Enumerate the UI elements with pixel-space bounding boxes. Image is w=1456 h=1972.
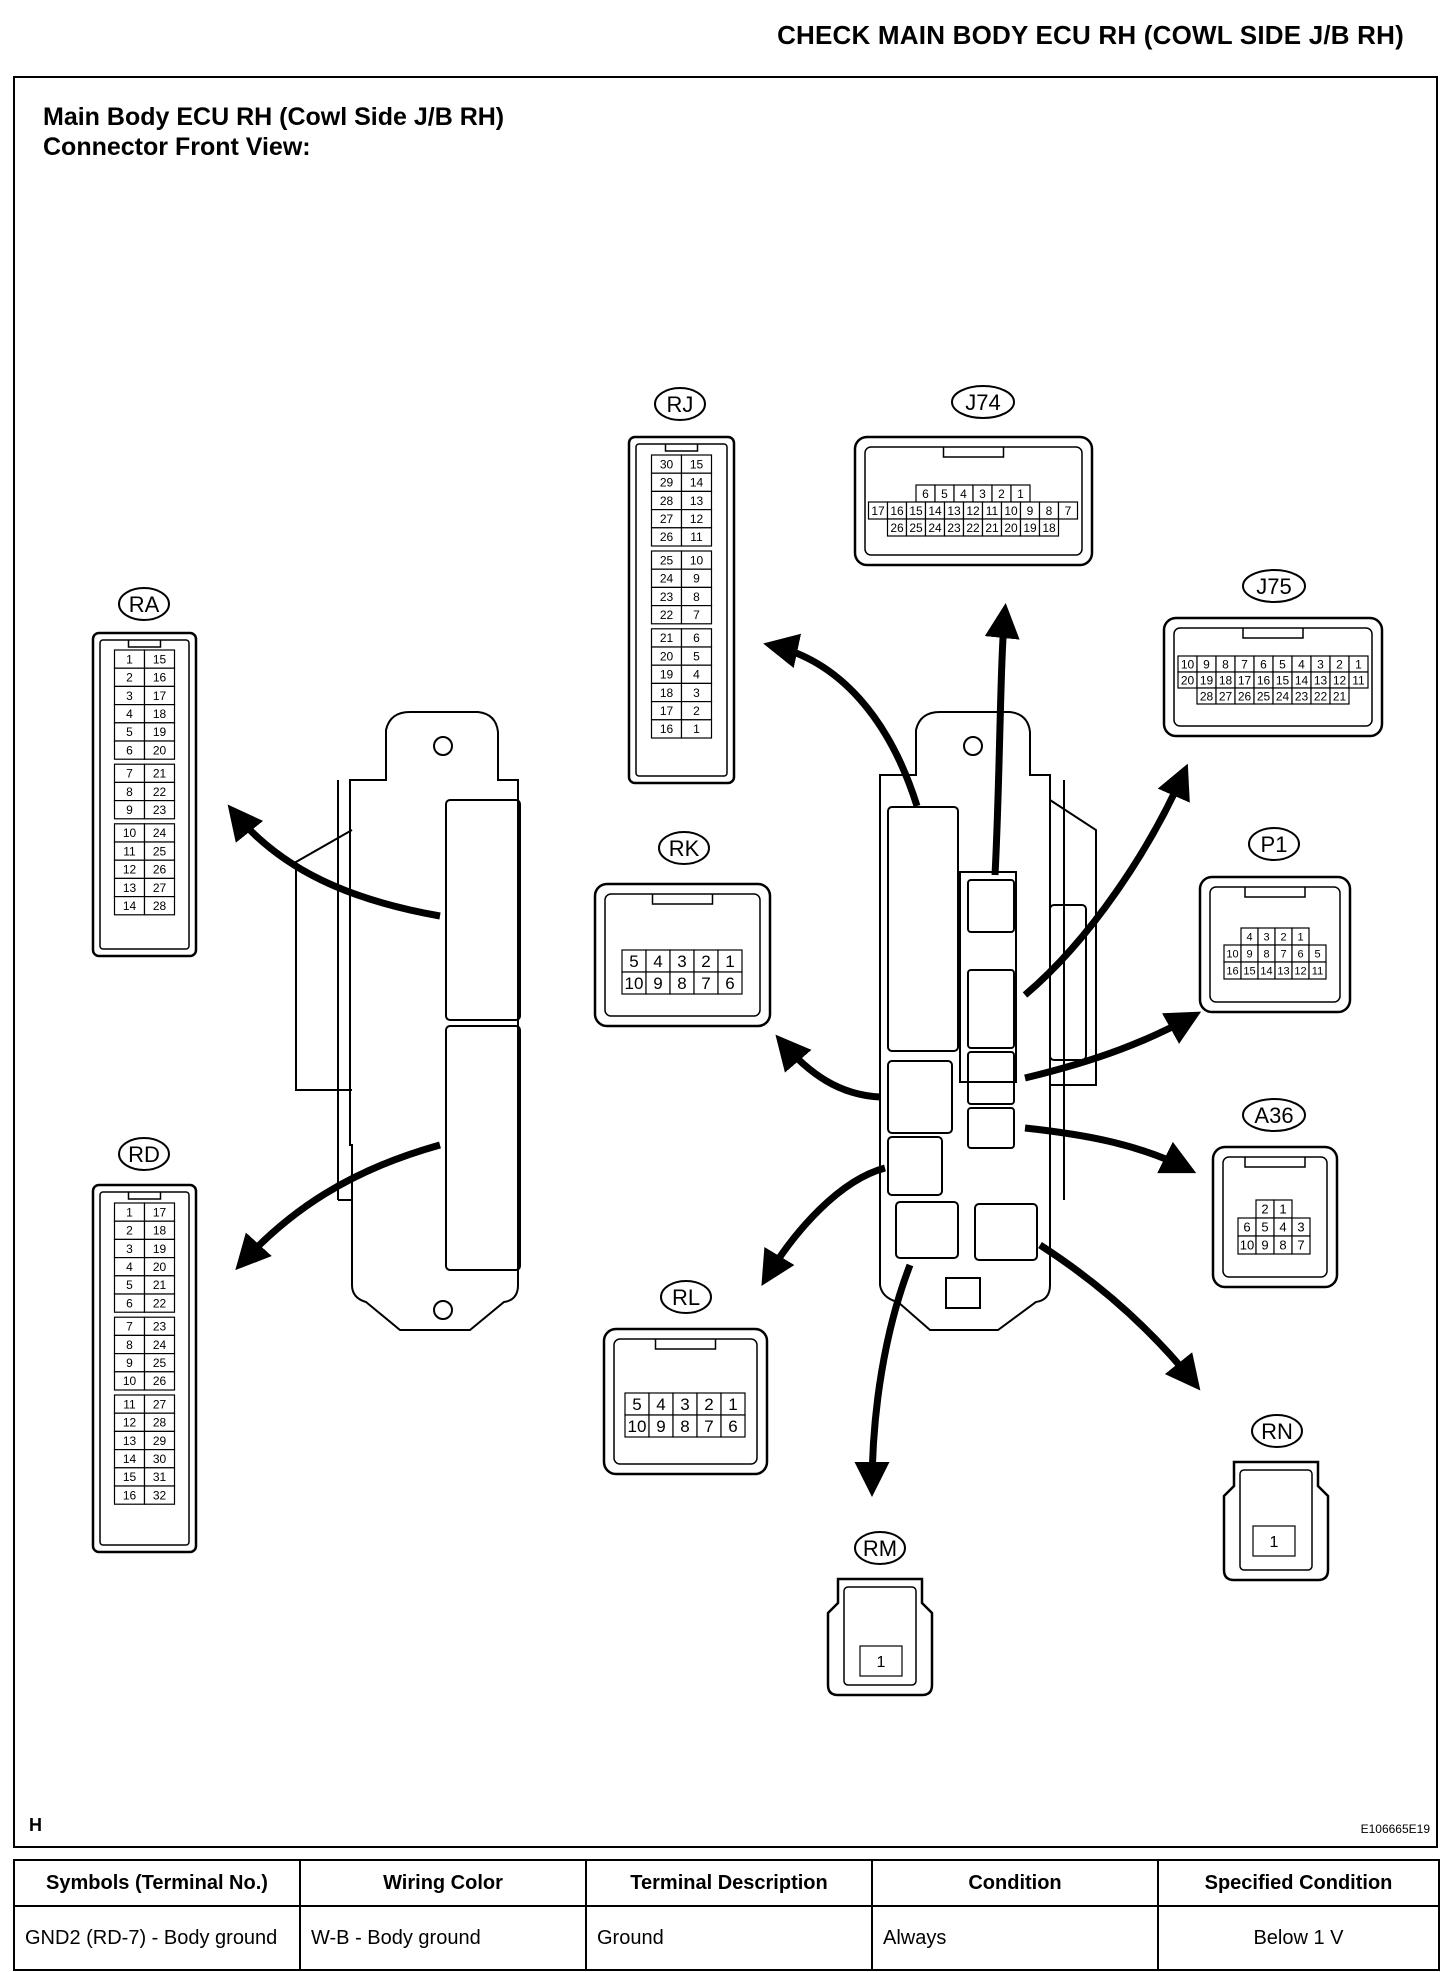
spec-table: Symbols (Terminal No.) Wiring Color Term… xyxy=(13,1859,1440,1971)
diagram-frame: Main Body ECU RH (Cowl Side J/B RH) Conn… xyxy=(13,76,1438,1848)
table-header-cell: Condition xyxy=(871,1859,1159,1907)
page-title: CHECK MAIN BODY ECU RH (COWL SIDE J/B RH… xyxy=(777,20,1404,50)
table-cell-symbol: GND2 (RD-7) - Body ground xyxy=(13,1905,301,1971)
diagram-title-line-2: Connector Front View: xyxy=(43,133,311,161)
table-header-cell: Wiring Color xyxy=(299,1859,587,1907)
table-cell-specified-condition: Below 1 V xyxy=(1157,1905,1440,1971)
table-header-cell: Specified Condition xyxy=(1157,1859,1440,1907)
corner-letter: H xyxy=(29,1815,42,1835)
diagram-title: Main Body ECU RH (Cowl Side J/B RH) Conn… xyxy=(43,102,504,162)
table-header-cell: Symbols (Terminal No.) xyxy=(13,1859,301,1907)
table-cell-wiring-color: W-B - Body ground xyxy=(299,1905,587,1971)
table-header-cell: Terminal Description xyxy=(585,1859,873,1907)
table-header-row: Symbols (Terminal No.) Wiring Color Term… xyxy=(13,1859,1440,1907)
table-cell-terminal-description: Ground xyxy=(585,1905,873,1971)
diagram-title-line-1: Main Body ECU RH (Cowl Side J/B RH) xyxy=(43,103,505,131)
table-row: GND2 (RD-7) - Body ground W-B - Body gro… xyxy=(13,1905,1440,1971)
table-cell-condition: Always xyxy=(871,1905,1159,1971)
figure-code: E106665E19 xyxy=(1360,1822,1430,1836)
